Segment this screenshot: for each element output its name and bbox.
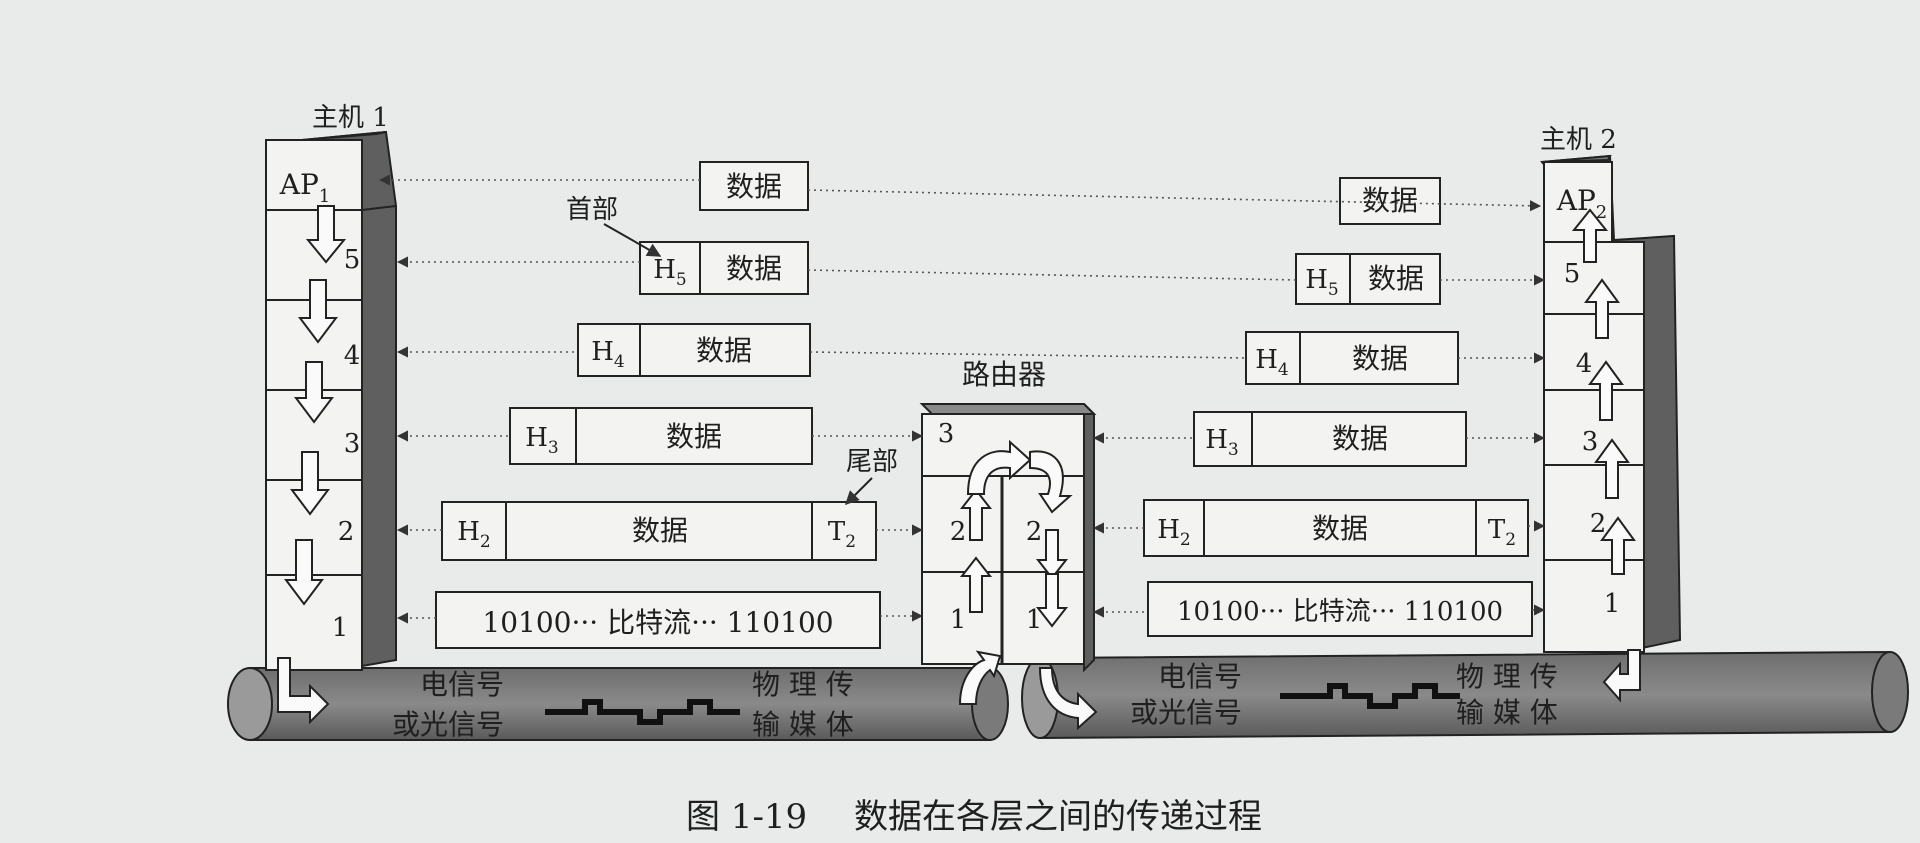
host2-up-arrows (1571, 208, 1641, 703)
router-layer-1-left: 1 (950, 605, 967, 635)
packet-left-l4 (577, 323, 811, 377)
host1-layer-4: 4 (344, 341, 361, 371)
packet-left-l2-data: 数据 (632, 514, 688, 547)
medium-right (1021, 650, 1909, 740)
packet-right-h2: H2 (1157, 515, 1191, 550)
packet-left-l4-data: 数据 (696, 334, 752, 367)
packet-left-l1 (435, 591, 881, 649)
medium-left-physical-1: 物 理 传 (752, 668, 854, 701)
packet-right-h5: H5 (1305, 265, 1339, 300)
packet-left-l3 (509, 407, 813, 465)
router-layer-2-right: 2 (1026, 517, 1043, 547)
packet-right-t2: T2 (1488, 515, 1516, 550)
packet-left-data (699, 161, 809, 211)
router-layer-2-left: 2 (950, 517, 967, 547)
packet-right-l4-data: 数据 (1352, 342, 1408, 375)
medium-left-signal-2: 或光信号 (392, 708, 504, 741)
medium-right-signal-1: 电信号 (1158, 660, 1242, 693)
signal-wave-left (545, 699, 740, 725)
header-pointer (603, 223, 662, 257)
packet-left-l3-data: 数据 (666, 420, 722, 453)
signal-wave-right (1280, 683, 1460, 709)
medium-right-physical-2: 输 媒 体 (1456, 696, 1558, 729)
packet-right-l4 (1245, 331, 1459, 385)
packet-left-l5 (639, 241, 809, 295)
host2-title: 主机 2 (1540, 125, 1617, 155)
medium-right-signal-2: 或光信号 (1130, 696, 1242, 729)
packet-right-bitstream: 10100··· 比特流··· 110100 (1177, 597, 1503, 627)
host1-app: AP1 (279, 168, 331, 207)
packet-left-bitstream: 10100··· 比特流··· 110100 (482, 606, 833, 639)
host1-layer-3: 3 (344, 429, 361, 459)
packet-left-h2: H2 (457, 517, 491, 552)
packet-left-t2: T2 (828, 517, 856, 552)
host2-stack (1540, 154, 1682, 653)
packet-right-l3-data: 数据 (1332, 422, 1388, 455)
packet-right-data (1339, 177, 1441, 225)
packet-left-l2 (441, 501, 877, 561)
trailer-pointer (845, 477, 873, 505)
packet-right-l2 (1143, 499, 1529, 557)
host1-down-arrows (277, 205, 347, 725)
host2-layer-2: 2 (1590, 509, 1607, 539)
packet-right-l2-data: 数据 (1312, 512, 1368, 545)
host1-layer-5: 5 (344, 245, 361, 275)
caption-text: 数据在各层之间的传递过程 (854, 797, 1262, 837)
medium-left-signal-1: 电信号 (420, 668, 504, 701)
host1-layer-2: 2 (338, 517, 355, 547)
packet-right-h3: H3 (1205, 425, 1239, 460)
peer-lines (378, 174, 1546, 624)
packet-left-h4: H4 (591, 337, 625, 372)
packet-right-l5 (1295, 253, 1441, 305)
host2-layer-5: 5 (1564, 259, 1581, 289)
host1-title: 主机 1 (312, 103, 389, 133)
packet-left-data-label: 数据 (726, 170, 782, 203)
host2-layer-4: 4 (1576, 349, 1593, 379)
router-arrows (958, 439, 1098, 731)
packet-right-data-label: 数据 (1362, 184, 1418, 217)
packet-right-l1 (1147, 581, 1533, 637)
medium-left-physical-2: 输 媒 体 (752, 708, 854, 741)
host2-layer-1: 1 (1604, 589, 1621, 619)
host1-layer-1: 1 (332, 613, 349, 643)
medium-left (227, 667, 1009, 741)
caption-number: 图 1-19 (686, 797, 807, 837)
packet-right-h4: H4 (1255, 345, 1289, 380)
trailer-label: 尾部 (846, 447, 898, 477)
packet-right-l5-data: 数据 (1368, 262, 1424, 295)
medium-right-physical-1: 物 理 传 (1456, 660, 1558, 693)
router-layer-1-right: 1 (1026, 605, 1043, 635)
header-label: 首部 (566, 195, 618, 225)
packet-left-h3: H3 (525, 423, 559, 458)
packet-left-h5: H5 (653, 255, 687, 290)
host2-layer-3: 3 (1582, 427, 1599, 457)
router-layer-3: 3 (938, 419, 955, 449)
packet-right-l3 (1193, 411, 1467, 467)
packet-left-l5-data: 数据 (726, 252, 782, 285)
router-title: 路由器 (962, 358, 1046, 391)
